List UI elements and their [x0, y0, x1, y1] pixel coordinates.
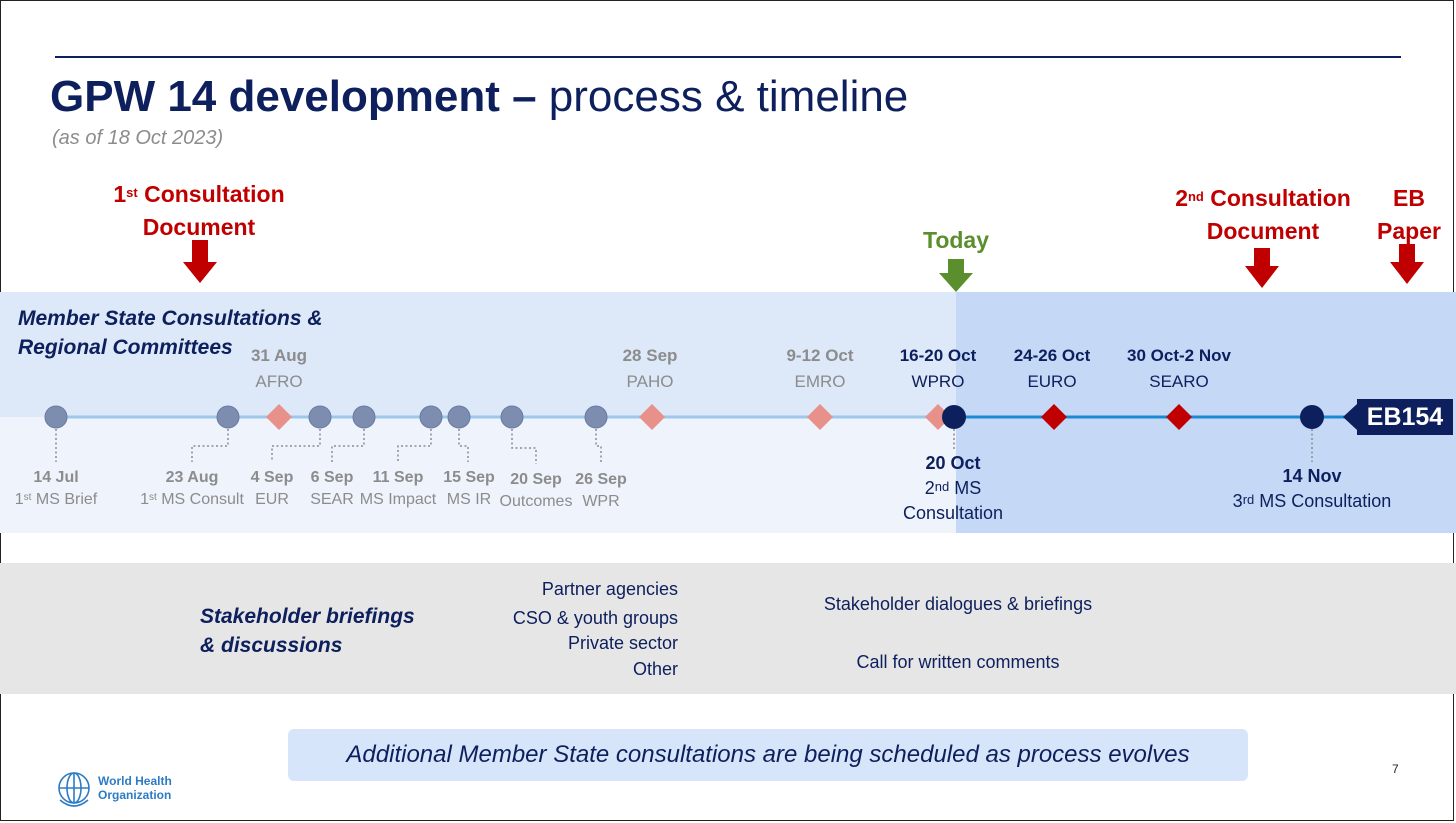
comments-label: Call for written comments [856, 652, 1060, 672]
stakeholder-group-other: Other [632, 659, 678, 679]
eb154-pointer [1343, 404, 1357, 430]
first-doc-arrow-icon [183, 240, 217, 283]
stakeholder-group-cso: CSO & youth groups [512, 608, 678, 628]
stakeholder-label: Stakeholder briefings & discussions [200, 605, 415, 657]
past-band-lower [0, 417, 956, 533]
stakeholder-group-partner: Partner agencies [541, 579, 678, 599]
past-band [0, 292, 956, 417]
diamond-paho [639, 404, 665, 430]
stakeholder-band [0, 563, 1456, 694]
title-rule [55, 56, 1401, 58]
diamond-euro [1041, 404, 1067, 430]
future-rc-diamonds [1041, 404, 1192, 430]
ms-event-20-oct: 20 Oct 2nd MS Consultation [902, 453, 1004, 523]
diamond-searo [1166, 404, 1192, 430]
eb-paper-label: EB Paper [1377, 185, 1441, 244]
first-consultation-document-label: 1st Consultation Document [113, 181, 285, 240]
ms-event-14-jul: 14 Jul 1st MS Brief [14, 469, 98, 508]
who-logo-text: World Health Organization [98, 774, 172, 802]
as-of-date: (as of 18 Oct 2023) [52, 127, 224, 149]
connector-lines [55, 429, 1313, 464]
callout-box: Additional Member State consultations ar… [288, 729, 1248, 781]
dot-4-sep [308, 405, 332, 429]
page-title: GPW 14 development – process & timeline [50, 72, 909, 121]
dot-15-sep [447, 405, 471, 429]
second-doc-arrow-icon [1245, 248, 1279, 288]
diamond-afro [266, 404, 292, 430]
dot-6-sep [352, 405, 376, 429]
dot-20-sep [500, 405, 524, 429]
dot-20-oct [942, 405, 966, 429]
dot-11-sep [419, 405, 443, 429]
stakeholder-group-private: Private sector [567, 633, 678, 653]
today-arrow-icon [939, 259, 973, 292]
dialogues-label: Stakeholder dialogues & briefings [823, 594, 1093, 614]
page-number: 7 [1392, 762, 1399, 776]
today-label: Today [922, 227, 990, 253]
ms-event-23-aug: 23 Aug 1st MS Consult [140, 469, 244, 508]
dot-23-aug [216, 405, 240, 429]
past-ms-dots [44, 405, 608, 429]
second-consultation-document-label: 2nd Consultation Document [1175, 185, 1351, 244]
eb154-badge: EB154 [1357, 399, 1453, 435]
dot-14-nov [1300, 405, 1324, 429]
dot-14-jul [44, 405, 68, 429]
dot-26-sep [584, 405, 608, 429]
ms-consultations-label: Member State Consultations & Regional Co… [18, 307, 323, 359]
who-logo-icon [58, 772, 90, 807]
eb-paper-arrow-icon [1390, 244, 1424, 284]
ms-event-14-nov: 14 Nov 3rd MS Consultation [1232, 466, 1392, 511]
diamond-emro [807, 404, 833, 430]
